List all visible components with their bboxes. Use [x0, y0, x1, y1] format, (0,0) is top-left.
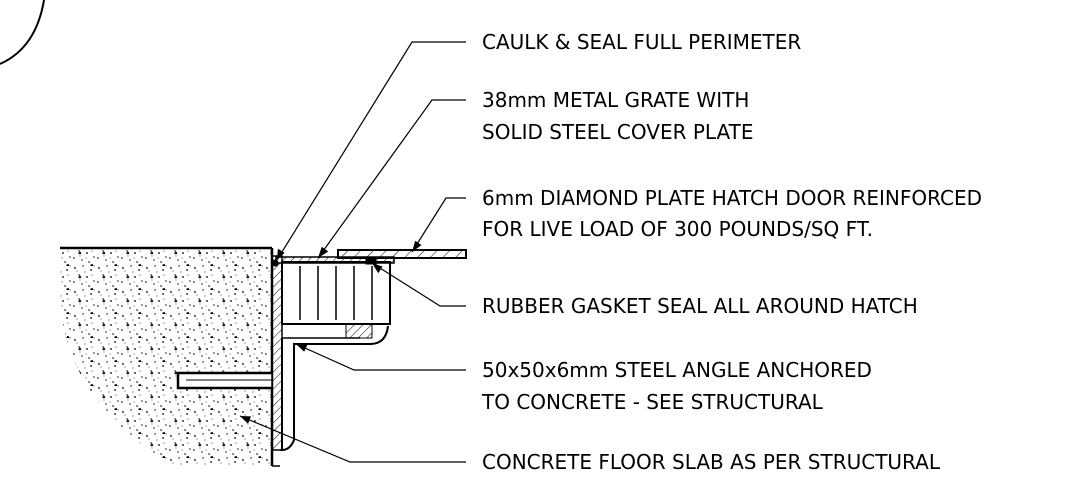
rubber-gasket — [365, 257, 377, 265]
callout-hatch-door: 6mm DIAMOND PLATE HATCH DOOR REINFORCED … — [482, 186, 982, 241]
leader-grate — [317, 99, 466, 259]
diamond-plate-hatch-door — [337, 249, 467, 259]
leader-arrowheads — [240, 240, 422, 424]
leader-slab — [239, 415, 466, 463]
metal-grate — [281, 261, 391, 325]
leader-hatch-door — [411, 197, 466, 253]
callout-grate-line-2: SOLID STEEL COVER PLATE — [482, 120, 754, 144]
section-bubble-arc — [0, 0, 45, 65]
leader-caulk — [276, 41, 466, 261]
callout-gasket: RUBBER GASKET SEAL ALL AROUND HATCH — [482, 294, 918, 318]
leader-lines — [239, 41, 466, 463]
callout-angle: 50x50x6mm STEEL ANGLE ANCHORED TO CONCRE… — [481, 358, 872, 414]
arrowhead-angle — [296, 344, 308, 352]
callout-hatch-door-line-2: FOR LIVE LOAD OF 300 POUNDS/SQ FT. — [482, 217, 873, 241]
caulk-bead — [271, 259, 279, 267]
angle-anchor-leg — [176, 371, 272, 390]
callout-grate: 38mm METAL GRATE WITH SOLID STEEL COVER … — [482, 88, 754, 144]
callout-gasket-line-1: RUBBER GASKET SEAL ALL AROUND HATCH — [482, 294, 918, 318]
arrowhead-gasket — [372, 263, 383, 274]
callout-angle-line-1: 50x50x6mm STEEL ANGLE ANCHORED — [482, 358, 872, 382]
callout-caulk: CAULK & SEAL FULL PERIMETER — [482, 30, 801, 54]
callout-slab-line-1: CONCRETE FLOOR SLAB AS PER STRUCTURAL — [482, 450, 941, 474]
callout-hatch-door-line-1: 6mm DIAMOND PLATE HATCH DOOR REINFORCED — [482, 186, 982, 210]
arrowhead-caulk — [277, 248, 285, 260]
leader-gasket — [371, 262, 466, 307]
arrowhead-slab — [240, 416, 251, 424]
callout-slab: CONCRETE FLOOR SLAB AS PER STRUCTURAL — [482, 450, 941, 474]
arrowhead-hatch-door — [412, 240, 422, 252]
callout-angle-line-2: TO CONCRETE - SEE STRUCTURAL — [481, 390, 824, 414]
concrete-slab — [60, 246, 280, 467]
callout-grate-line-1: 38mm METAL GRATE WITH — [482, 88, 749, 112]
callout-caulk-line-1: CAULK & SEAL FULL PERIMETER — [482, 30, 801, 54]
leader-angle — [295, 343, 466, 371]
arrowhead-grate — [318, 246, 329, 258]
